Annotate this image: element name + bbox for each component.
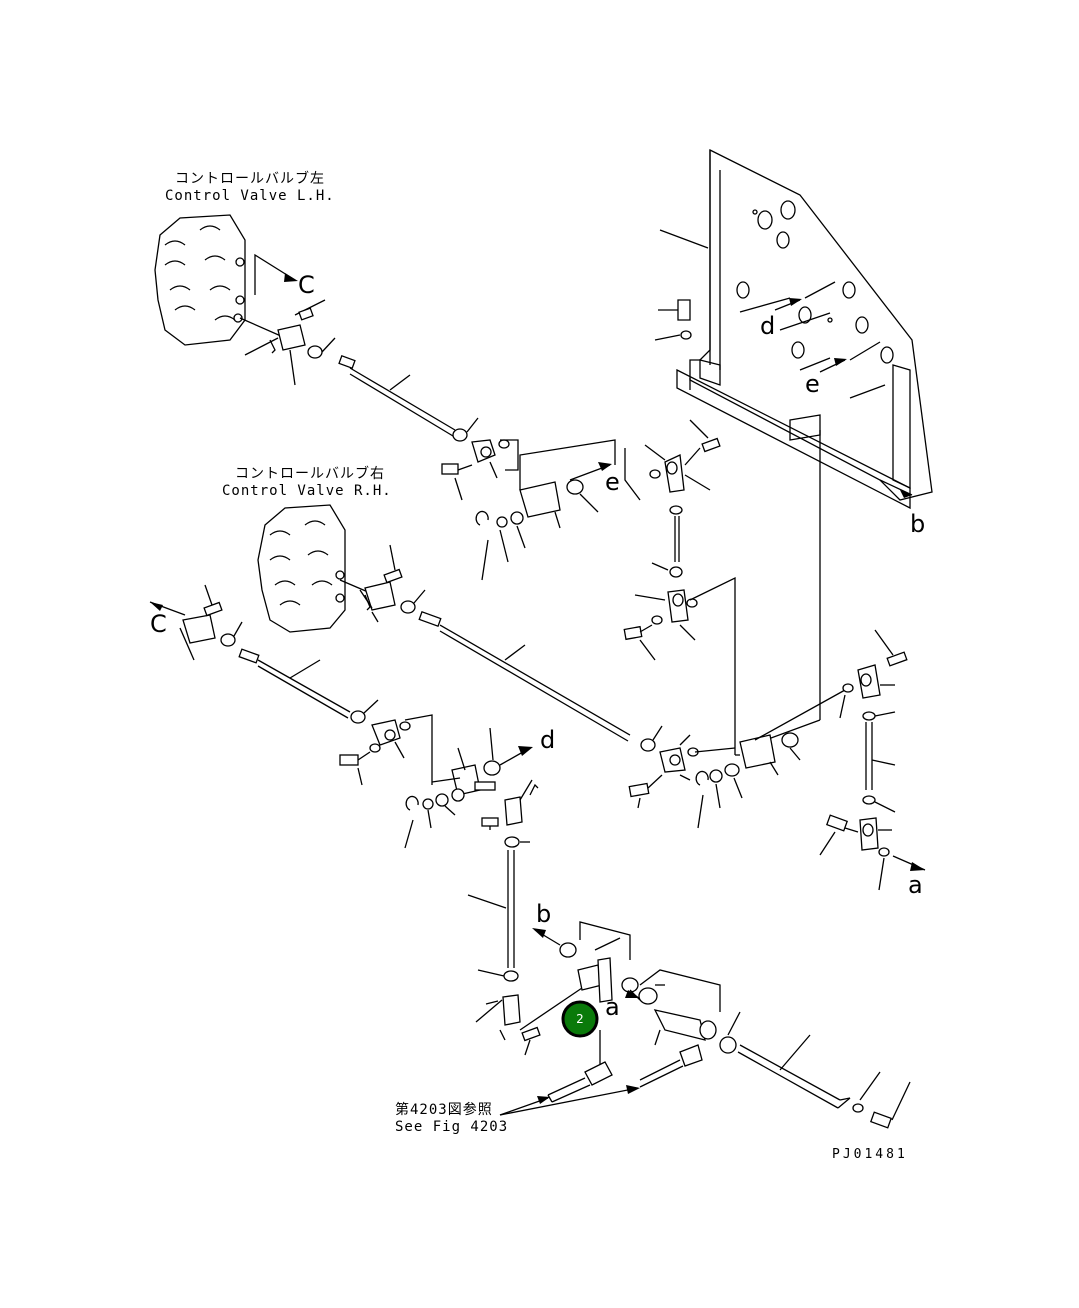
connection-b-bracket: b — [910, 510, 925, 538]
connection-e-bracket: e — [805, 370, 820, 398]
connection-c-right: C — [150, 610, 167, 638]
valve-left-jp-label: コントロールバルブ左 — [175, 170, 325, 187]
hotspot-marker[interactable] — [561, 1000, 599, 1038]
see-fig-jp-label: 第4203図参照 — [395, 1101, 493, 1118]
valve-right-jp-label: コントロールバルブ右 — [235, 465, 385, 482]
drawing-code: PJ01481 — [832, 1147, 908, 1162]
connection-d-rod: d — [540, 726, 555, 754]
lower-right-linkage — [628, 629, 926, 891]
vertical-link-rod — [467, 850, 541, 1056]
connection-d-bracket: d — [760, 312, 775, 340]
middle-rod-assembly: C — [149, 544, 631, 786]
see-fig-en-label: See Fig 4203 — [395, 1119, 508, 1135]
bottom-shaft-assembly: b a — [395, 900, 911, 1135]
lever-e-assembly: e — [475, 419, 736, 755]
lever-d-assembly: d — [404, 726, 555, 849]
control-valve-right: コントロールバルブ右 Control Valve R.H. — [222, 465, 392, 633]
connection-a-lower: a — [605, 993, 620, 1021]
control-valve-left: コントロールバルブ左 Control Valve L.H. C — [154, 170, 335, 346]
connection-a-right: a — [908, 871, 923, 899]
valve-right-en-label: Control Valve R.H. — [222, 483, 392, 499]
connection-c-left: C — [298, 271, 315, 299]
connection-b-lower: b — [536, 900, 551, 928]
connection-e-linkage: e — [605, 468, 620, 496]
mounting-bracket — [654, 148, 933, 743]
hotspot-number: 2 — [576, 1012, 584, 1026]
upper-rod-assembly — [244, 299, 519, 501]
part-hotspot-2[interactable]: 2 — [561, 1000, 599, 1038]
valve-left-en-label: Control Valve L.H. — [165, 188, 335, 204]
